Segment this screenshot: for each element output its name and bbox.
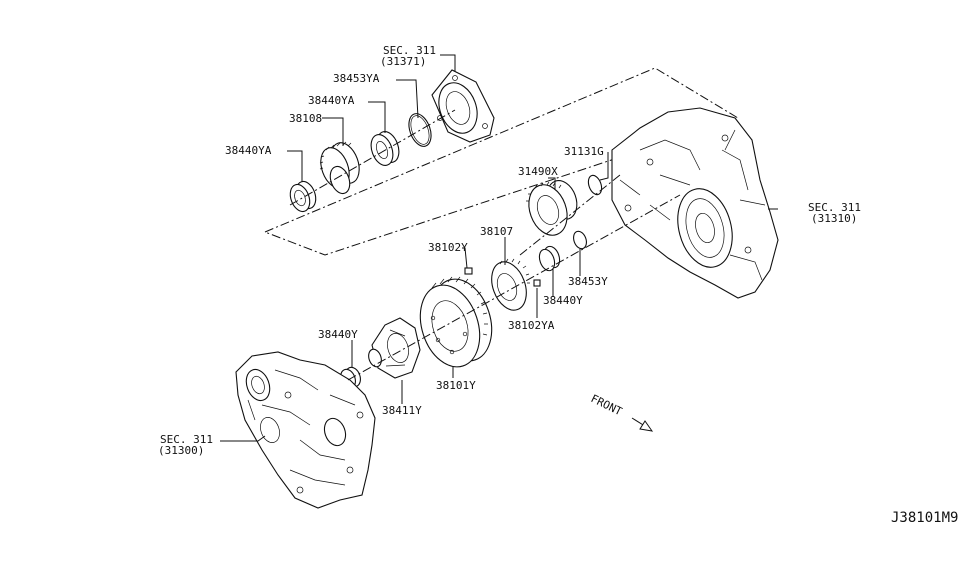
label-38440ya-top: 38440YA: [308, 94, 355, 107]
bearing-upper-part: [370, 131, 400, 166]
transmission-case-left: [235, 351, 376, 509]
label-38453y: 38453Y: [568, 275, 608, 288]
front-arrow-icon: [631, 417, 654, 432]
front-label: FRONT: [589, 392, 625, 418]
label-38411y: 38411Y: [382, 404, 422, 417]
axis-line-upper: [289, 109, 456, 206]
ring-38453y-part: [573, 230, 587, 250]
label-31490x: 31490X: [518, 165, 558, 178]
label-sec311-top-ref: (31371): [380, 55, 426, 68]
bearing-left-part: [289, 180, 317, 213]
label-sec311-left-ref: (31300): [158, 444, 204, 457]
o-ring-part: [408, 113, 432, 147]
bearing-38440y-right-part: [538, 245, 561, 272]
differential-case-38411y-part: [368, 317, 421, 379]
axis-line-lower: [519, 174, 621, 256]
transmission-case-right: [611, 107, 779, 299]
label-38440y-right: 38440Y: [543, 294, 583, 307]
axis-line-middle: [347, 194, 681, 381]
ring-gear-38107-part: [491, 258, 530, 311]
label-38102y: 38102Y: [428, 241, 468, 254]
label-31131g: 31131G: [564, 145, 604, 158]
label-38453ya: 38453YA: [333, 72, 380, 85]
label-38107: 38107: [480, 225, 513, 238]
label-sec311-right: SEC. 311: [808, 201, 861, 214]
label-sec311-right-ref: (31310): [811, 212, 857, 225]
retainer-flange-part: [431, 69, 495, 143]
final-drive-gear-38101y-part: [419, 276, 493, 368]
snap-ring-31131g-part: [587, 174, 603, 196]
leader-lines: [220, 54, 778, 442]
label-sec311-left: SEC. 311: [160, 433, 213, 446]
bolt-38102ya-part: [533, 279, 541, 287]
gear-31490x-part: [526, 180, 578, 236]
bolt-38102y-part: [464, 267, 473, 275]
label-sec311-top: SEC. 311: [383, 44, 436, 57]
label-38440y-left: 38440Y: [318, 328, 358, 341]
label-38101y: 38101Y: [436, 379, 476, 392]
diagram-code: J38101M9: [891, 510, 958, 526]
label-38108: 38108: [289, 112, 322, 125]
label-38440ya-left: 38440YA: [225, 144, 272, 157]
gear-38108-part: [319, 141, 360, 195]
subassembly-dashed-outline: [263, 67, 740, 256]
label-38102ya: 38102YA: [508, 319, 555, 332]
